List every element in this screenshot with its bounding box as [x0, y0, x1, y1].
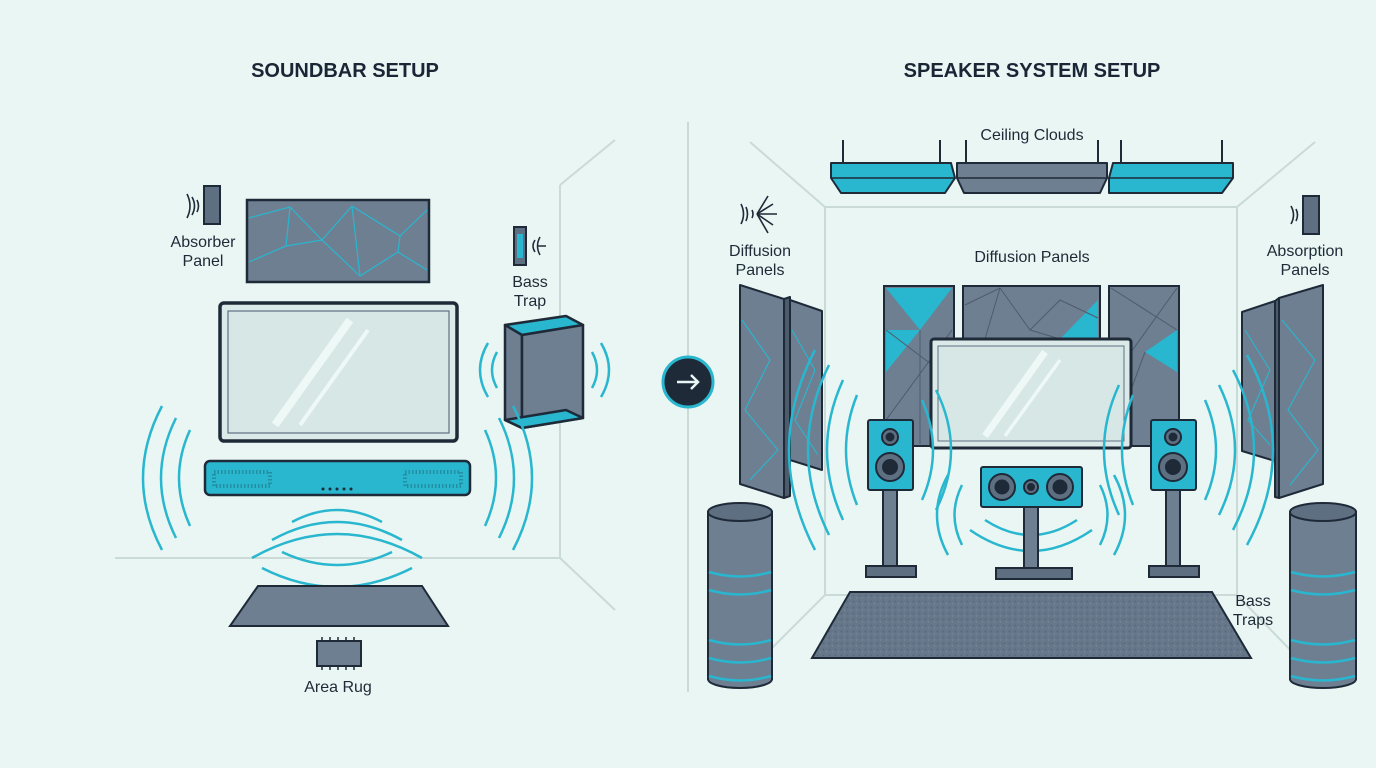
area-rug [228, 585, 450, 627]
diffusion-icon [740, 195, 777, 234]
right-speaker [1148, 419, 1200, 578]
rug-chip-icon [316, 637, 362, 670]
speaker-system-setup-title: SPEAKER SYSTEM SETUP [903, 60, 1161, 82]
absorption-label-line1: Absorption [1266, 243, 1344, 260]
speaker-waves [787, 349, 1275, 556]
diffusion-side-label: Diffusion Panels [715, 242, 805, 280]
bass-trap-waves [478, 342, 611, 398]
bass-trap-label-line2: Trap [513, 293, 547, 310]
arrow-right-icon [661, 355, 715, 409]
diffusion-side-label-line2: Panels [735, 262, 785, 279]
left-speaker [865, 419, 917, 578]
absorption-icon [1290, 195, 1320, 235]
absorber-label-line1: Absorber [170, 234, 236, 251]
bass-trap-label-line1: Bass [512, 274, 548, 291]
bass-traps-label: Bass Traps [1223, 592, 1283, 630]
sound-wave-icon [186, 193, 200, 219]
absorption-label-line2: Panels [1280, 262, 1330, 279]
diffusion-back-label: Diffusion Panels [974, 249, 1090, 266]
wall-absorber-panel [245, 198, 431, 284]
left-tv [218, 301, 459, 443]
absorber-panel-icon [186, 185, 221, 225]
left-side-panels [739, 284, 823, 499]
bass-traps-label-line1: Bass [1235, 593, 1271, 610]
center-speaker [980, 466, 1083, 580]
diffusion-side-label-line1: Diffusion [729, 243, 791, 260]
soundbar-setup-title: SOUNDBAR SETUP [251, 60, 439, 82]
ceiling-clouds [830, 140, 1234, 194]
left-room-lines [115, 139, 616, 611]
right-tv [929, 337, 1133, 450]
absorber-panel-label: Absorber Panel [155, 233, 251, 271]
bass-trap-icon [513, 226, 546, 266]
left-bass-trap-tube [707, 502, 773, 689]
absorption-label: Absorption Panels [1255, 242, 1355, 280]
soundbar [203, 459, 472, 497]
bass-trap-label: Bass Trap [500, 273, 560, 311]
absorber-label-line2: Panel [182, 253, 224, 270]
bass-traps-label-line2: Traps [1232, 612, 1274, 629]
soundbar-waves [141, 405, 534, 589]
right-area-rug [810, 591, 1253, 659]
ceiling-clouds-label: Ceiling Clouds [980, 127, 1084, 144]
right-bass-trap-tube [1289, 502, 1357, 689]
area-rug-label: Area Rug [304, 679, 372, 696]
